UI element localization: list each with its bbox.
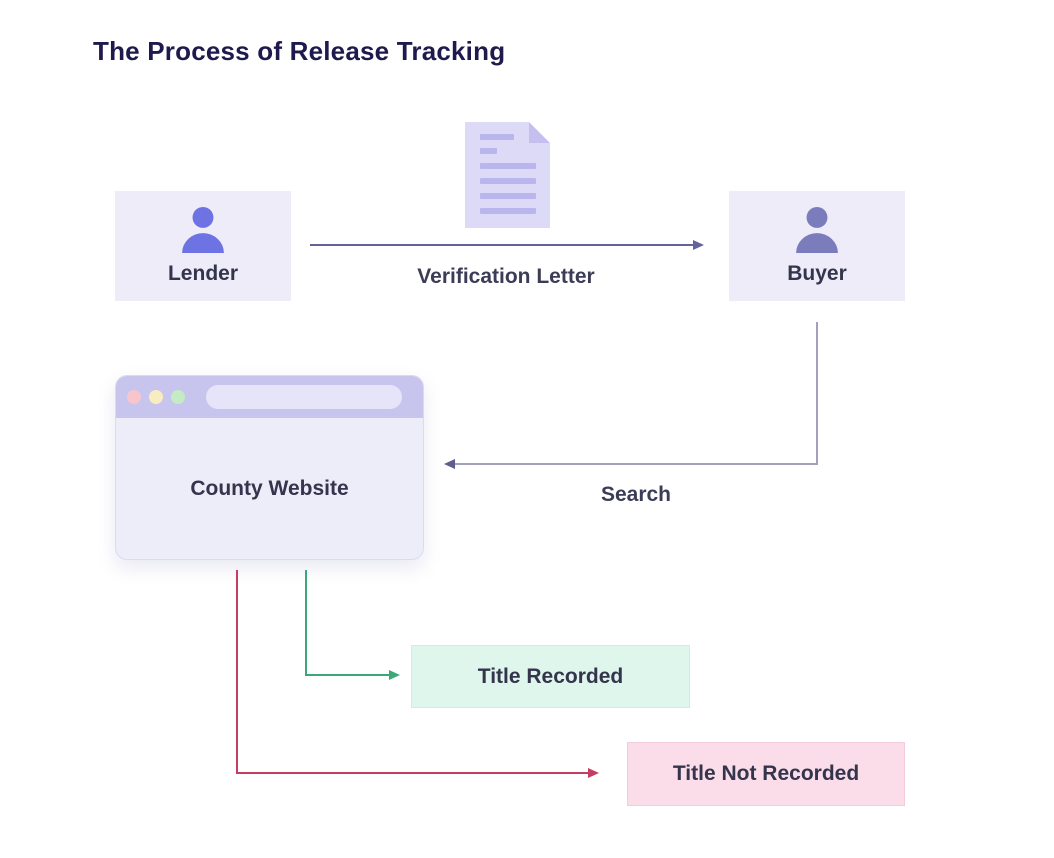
recorded-arrowhead-icon xyxy=(389,670,400,680)
verification-letter-label: Verification Letter xyxy=(417,265,595,288)
title-not-recorded-label: Title Not Recorded xyxy=(672,762,860,785)
recorded-arrow-vertical-line xyxy=(305,570,307,676)
lender-node: Lender xyxy=(115,191,291,301)
county-website-label: County Website xyxy=(190,476,349,500)
page-title: The Process of Release Tracking xyxy=(93,36,506,66)
browser-dot-yellow-icon xyxy=(149,390,163,404)
search-label: Search xyxy=(600,483,672,506)
browser-dot-red-icon xyxy=(127,390,141,404)
title-recorded-node: Title Recorded xyxy=(411,645,690,708)
document-icon xyxy=(465,122,550,228)
county-website-node: County Website xyxy=(115,375,424,560)
buyer-node: Buyer xyxy=(729,191,905,301)
search-arrow-horizontal-line xyxy=(455,463,818,465)
buyer-label: Buyer xyxy=(787,261,847,285)
lender-label: Lender xyxy=(167,261,238,285)
browser-titlebar xyxy=(116,376,423,418)
title-recorded-label: Title Recorded xyxy=(477,664,624,688)
title-not-recorded-node: Title Not Recorded xyxy=(627,742,905,806)
document-line xyxy=(480,208,536,214)
document-fold-corner xyxy=(529,122,550,143)
search-arrowhead-icon xyxy=(444,459,455,469)
document-line xyxy=(480,148,497,154)
document-line xyxy=(480,193,536,199)
verification-letter-arrowhead-icon xyxy=(693,240,704,250)
search-arrow-vertical-line xyxy=(816,322,818,464)
document-line xyxy=(480,134,514,140)
not-recorded-arrow-vertical-line xyxy=(236,570,238,773)
recorded-arrow-horizontal-line xyxy=(305,674,390,676)
verification-letter-arrow-line xyxy=(310,244,694,246)
person-icon xyxy=(182,206,224,253)
browser-dot-green-icon xyxy=(171,390,185,404)
person-icon xyxy=(796,206,838,253)
document-line xyxy=(480,178,536,184)
not-recorded-arrowhead-icon xyxy=(588,768,599,778)
document-line xyxy=(480,163,536,169)
browser-address-bar xyxy=(206,385,402,409)
not-recorded-arrow-horizontal-line xyxy=(236,772,589,774)
